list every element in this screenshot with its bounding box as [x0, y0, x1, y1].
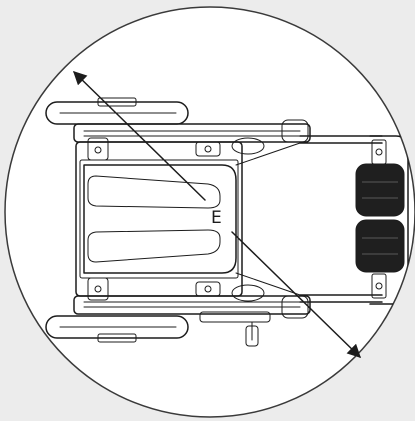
- rear-wheel-bottom: [45, 315, 189, 343]
- seat-cushion: [83, 164, 237, 274]
- footplate-bottom: [355, 219, 405, 273]
- wheelchair: [45, 97, 409, 347]
- footrest: [355, 135, 409, 305]
- dimension-e-label: E: [211, 208, 222, 228]
- footplate-top: [355, 163, 405, 217]
- turning-circle: [4, 6, 415, 418]
- dimension-e-arrow: [73, 71, 361, 358]
- seat-frame: [75, 141, 243, 297]
- front-frame: [235, 135, 383, 303]
